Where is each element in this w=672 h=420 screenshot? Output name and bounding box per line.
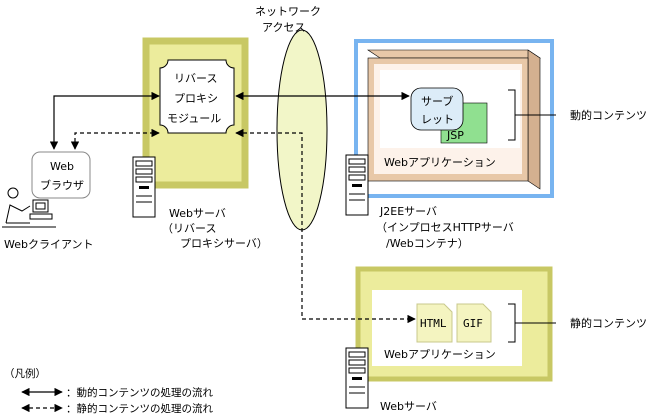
proxy-server-label-line3: プロキシサーバ） [180, 237, 268, 250]
jsp-label: JSP [446, 129, 464, 142]
html-label: HTML [420, 317, 447, 330]
server-tower-icon [345, 347, 369, 409]
network-label-line2: アクセス [262, 21, 305, 34]
gif-label: GIF [463, 317, 483, 330]
webapp-box-side [527, 49, 541, 190]
static-content-label: 静的コンテンツ [570, 316, 647, 330]
browser-label-line1: Web [50, 160, 74, 173]
j2ee-webapp-label: Webアプリケーション [384, 156, 496, 169]
browser-box [31, 151, 91, 199]
static-webapp-label: Webアプリケーション [384, 348, 496, 361]
static-content-bracket [508, 303, 556, 343]
static-server-label: Webサーバ [380, 400, 437, 413]
proxy-server-label-line1: Webサーバ [169, 207, 226, 220]
gif-document-icon [456, 303, 492, 343]
server-tower-icon [132, 156, 156, 218]
module-label-line1: リバース [174, 72, 217, 85]
html-document-icon [416, 303, 453, 343]
legend-title: （凡例） [4, 367, 46, 380]
dynamic-flow-client-proxy [49, 91, 160, 150]
dynamic-content-label: 動的コンテンツ [570, 108, 647, 122]
network-label-line1: ネットワーク [255, 5, 321, 18]
servlet-label-line2: レット [421, 113, 454, 126]
servlet-box [410, 87, 464, 131]
module-label-line2: プロキシ [174, 92, 218, 105]
client-label: Webクライアント [4, 238, 94, 251]
server-tower-icon [345, 154, 369, 216]
static-flow-proxy-html [235, 128, 416, 324]
j2ee-server-label-line1: J2EEサーバ [379, 205, 437, 218]
dynamic-content-bracket [508, 89, 556, 141]
legend-static-label: ：静的コンテンツの処理の流れ [66, 402, 213, 415]
j2ee-server-label-line3: /Webコンテナ） [386, 237, 469, 250]
browser-label-line2: ブラウザ [40, 178, 84, 192]
proxy-server-label-line2: （リバース [162, 222, 216, 235]
j2ee-server-label-line2: （インプロセスHTTPサーバ [376, 221, 514, 234]
static-flow-client-proxy [70, 128, 160, 150]
servlet-label-line1: サーブ [421, 94, 453, 108]
module-label-line3: モジュール [167, 112, 221, 125]
webapp-box-top [367, 49, 541, 59]
client-user-icon [2, 187, 56, 228]
legend-dynamic-label: ：動的コンテンツの処理の流れ [66, 386, 213, 399]
reverse-proxy-module [159, 59, 235, 134]
